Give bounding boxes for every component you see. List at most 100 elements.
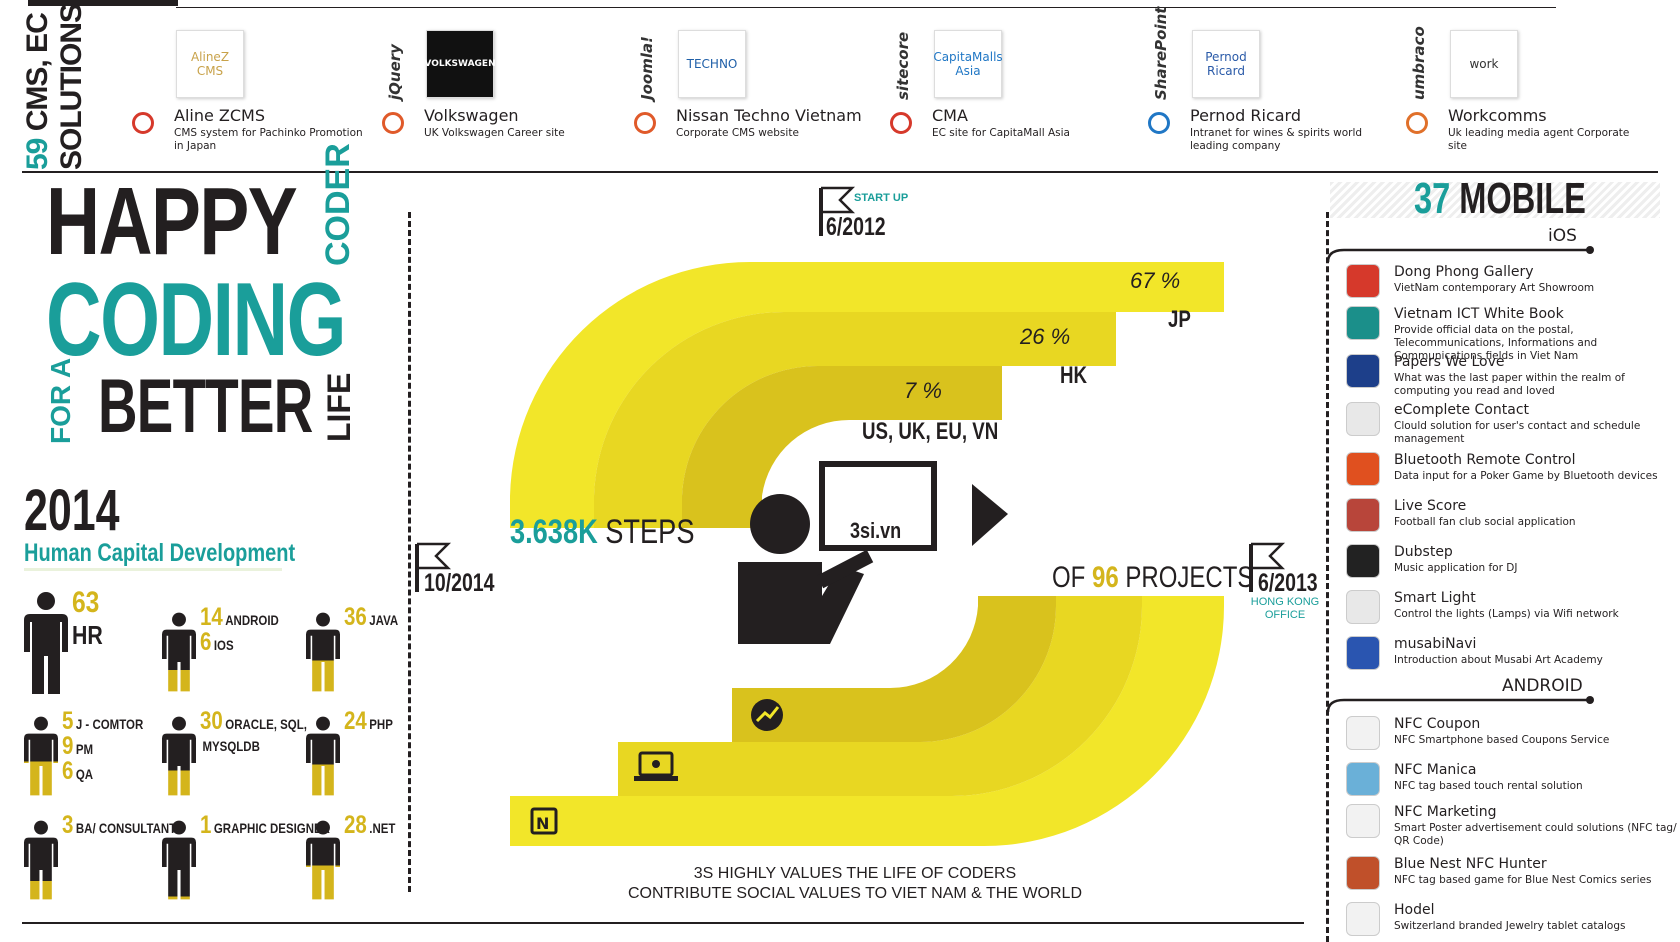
app-icon [1346,544,1380,578]
date-2013: 6/2013 [1258,569,1318,597]
tech-badge-icon [634,112,656,134]
tech-badge-icon [382,112,404,134]
app-icon [1346,402,1380,436]
mobile-header-bg [1330,182,1660,218]
client-name: Nissan Techno Vietnam [676,106,862,125]
startup-date: 6/2012 [826,213,886,241]
client-logo-text: AlineZ CMS [190,50,230,78]
person-icon [24,592,68,694]
top-divider [176,7,1556,8]
footer-line-1: 3S HIGHLY VALUES THE LIFE OF CODERS [693,865,1017,882]
person-icon [162,716,196,796]
tech-logo: Joomla! [632,30,670,150]
tech-logo: jQuery [380,30,418,150]
app-name: Dong Phong Gallery [1394,264,1534,280]
hr-stat-label: GRAPHIC DESIGNER [213,820,330,836]
hr-stat-label: ANDROID [225,612,279,628]
client-logo-text: VOLKSWAGEN [424,59,496,69]
app-desc: Football fan club social application [1394,516,1576,528]
band-us [682,365,1002,528]
tech-logo: umbraco [1404,26,1442,150]
flag-icon-2013 [1249,542,1286,592]
hr-stat-label: HR [72,620,103,650]
hero-happy: HAPPY [46,168,298,275]
client-logo: work [1450,30,1518,98]
tech-badge-icon [890,112,912,134]
app-icon [1346,452,1380,486]
hr-stat-label: JAVA [369,612,399,628]
client-name: Pernod Ricard [1190,106,1302,125]
hr-stat-label: MYSQLDB [202,738,260,754]
client-logo: TECHNO [678,30,746,98]
tech-badge-icon [132,112,154,134]
hr-stat-line: MYSQLDB [200,735,307,757]
hk-line-1: HONG KONG [1250,596,1320,608]
client-name: CMA [932,106,968,125]
app-desc: Music application for DJ [1394,562,1518,574]
ios-label: iOS [1548,226,1577,246]
client-name: Aline ZCMS [174,106,265,125]
client-logo: AlineZ CMS [176,30,244,98]
app-desc: Provide official data on the postal, Tel… [1394,324,1598,362]
lower-band-1 [510,596,1224,846]
android-label: ANDROID [1502,676,1583,696]
client-logo-text: TECHNO [686,57,738,71]
app-desc: Smart Poster advertisement could solutio… [1394,822,1677,847]
flag-icon-2014 [415,542,452,592]
hr-stat-number: 6 [200,628,212,656]
tech-logo-label: umbraco [1410,26,1428,100]
tech-logo-label: sitecore [894,31,912,100]
person-icon [162,820,196,900]
client-desc: Corporate CMS website [676,127,799,139]
hero: HAPPY CODING BETTER CODER FOR A LIFE [45,143,376,460]
app-name: eComplete Contact [1394,402,1530,418]
hr-stat-number: 28 [344,811,367,839]
person-icon [306,820,340,900]
lower-band-2 [618,596,1142,796]
app-desc: VietNam contemporary Art Showroom [1394,282,1595,294]
app-desc: NFC tag based game for Blue Nest Comics … [1394,874,1652,886]
steps-number: 3.638K [510,513,598,551]
client-logo-text: Pernod Ricard [1205,50,1247,78]
app-name: musabiNavi [1394,636,1477,652]
startup-tag: START UP [854,192,909,204]
app-icon [1346,264,1380,298]
lower-band-3 [732,596,1056,742]
person-icon [306,612,340,692]
nfc-icon: N [530,807,558,835]
hr-stat-number: 9 [62,732,74,760]
app-name: Bluetooth Remote Control [1394,452,1576,468]
header-divider [22,171,1658,173]
client-logo-text: CapitaMalls Asia [933,50,1003,78]
app-icon [1346,762,1380,796]
client-card[interactable]: AlineZ CMS Aline ZCMS CMS system for Pachi… [130,30,375,160]
board-text: 3si.vn [850,518,902,543]
app-name: Papers We Love [1394,354,1505,370]
client-desc: CMS system for Pachinko Promotion in Jap… [174,127,363,152]
person-icon [162,612,196,692]
market-label: JP [1168,306,1191,333]
app-icon [1346,498,1380,532]
client-name: Workcomms [1448,106,1547,125]
app-icon [1346,716,1380,750]
band-jp [510,262,1224,528]
projects-number: 96 [1092,561,1119,594]
date-2014: 10/2014 [424,569,495,597]
steps-stat: 3.638K STEPS [510,514,694,550]
hr-stat-label: BA/ CONSULTANTS [75,820,184,836]
hr-stat-label: QA [75,766,94,782]
tech-logo: SharePoint [1146,7,1184,150]
mobile-label: MOBILE [1459,174,1586,223]
cms-label-2: SOLUTIONS [55,3,88,170]
app-name: Blue Nest NFC Hunter [1394,856,1547,872]
